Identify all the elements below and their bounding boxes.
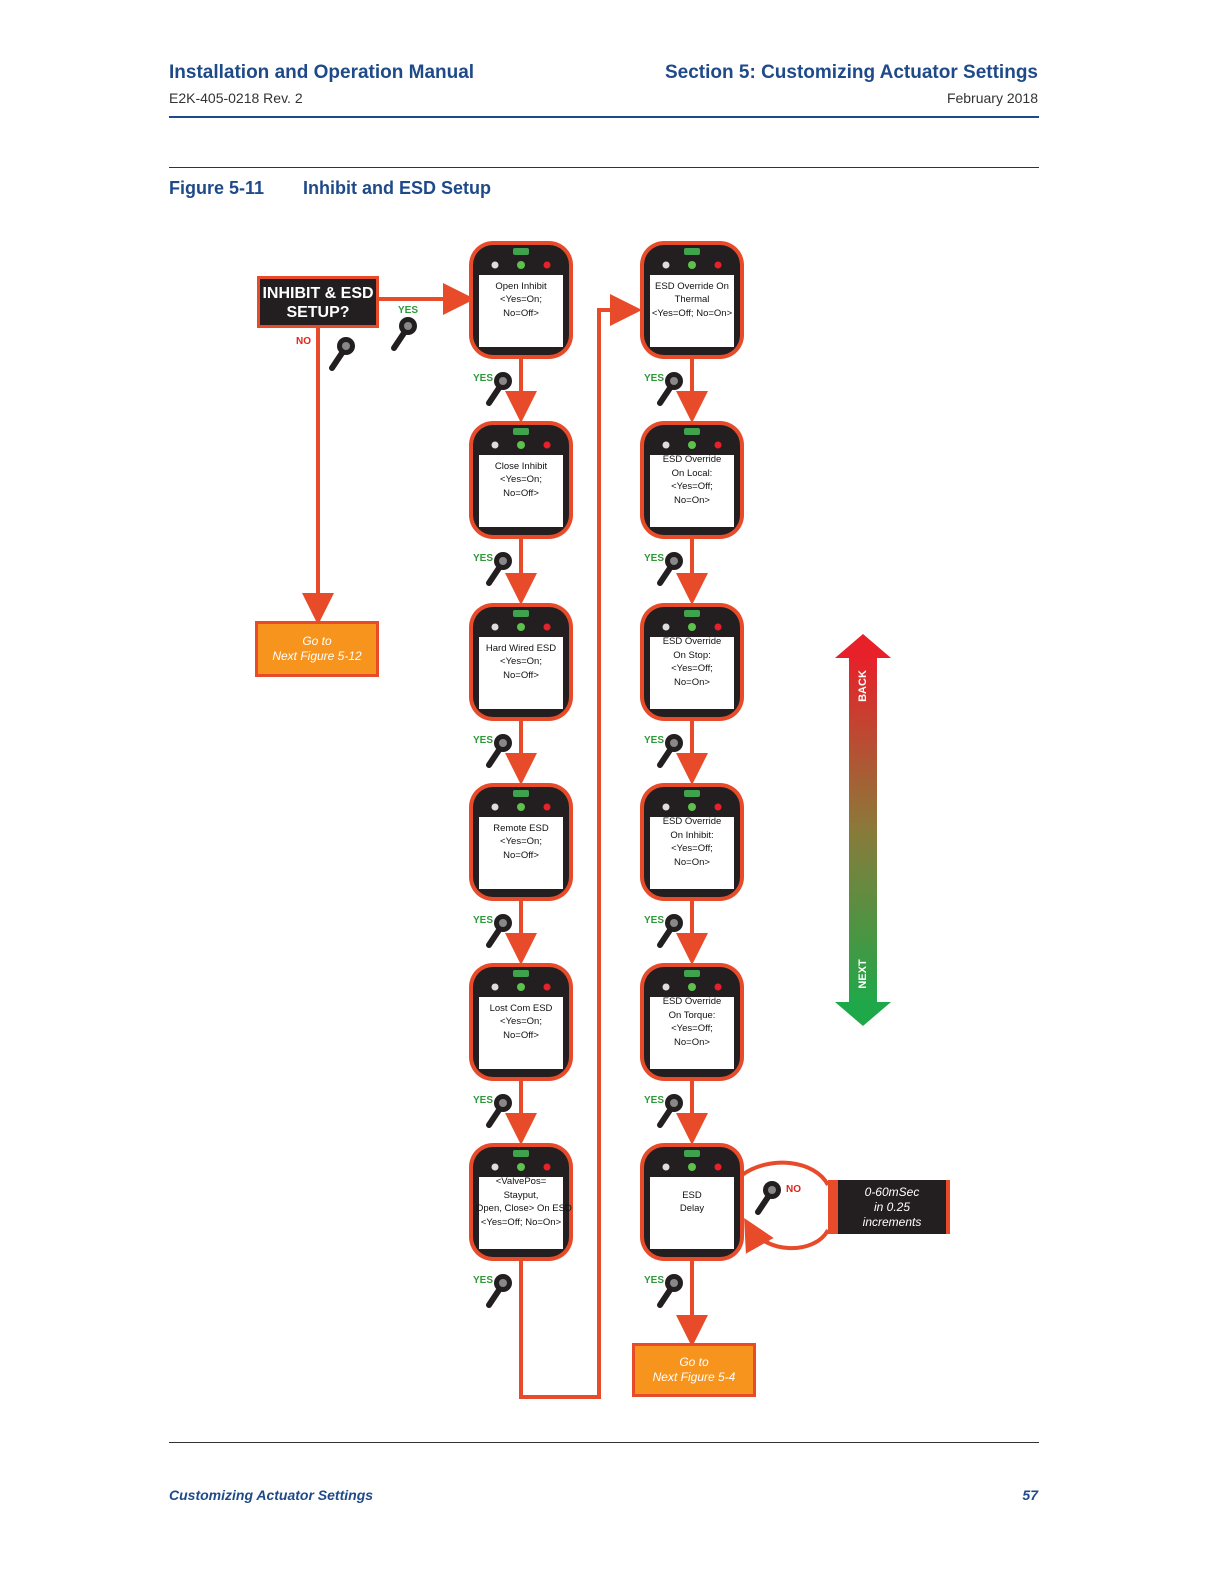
left-column-yes-label-5: YES	[473, 1095, 493, 1106]
screen-line: ESD Override	[647, 453, 737, 467]
no-label-start: NO	[296, 336, 311, 347]
screen-line: ESD Override	[647, 995, 737, 1009]
left-column-screen-6: <ValvePos=Stayput,Open, Close> On ESD<Ye…	[476, 1175, 566, 1229]
left-column-yes-label-4: YES	[473, 915, 493, 926]
screen-line: ESD Override	[647, 635, 737, 649]
left-column-yes-label-1: YES	[473, 373, 493, 384]
screen-line: On Local:	[647, 467, 737, 481]
screen-line: ESD Override	[647, 815, 737, 829]
screen-line: <Yes=Off;	[647, 662, 737, 676]
left-column-screen-5: Lost Com ESD<Yes=On;No=Off>	[476, 1002, 566, 1043]
screen-line: No=On>	[647, 494, 737, 508]
screen-line: On Torque:	[647, 1009, 737, 1023]
screen-line: No=Off>	[476, 1029, 566, 1043]
page-number: 57	[1022, 1487, 1038, 1503]
screen-line: <ValvePos=	[476, 1175, 566, 1189]
next-label: NEXT	[857, 957, 869, 991]
screen-line: <Yes=On;	[476, 473, 566, 487]
screen-line: No=On>	[647, 676, 737, 690]
footer-section: Customizing Actuator Settings	[169, 1487, 373, 1503]
left-column-yes-label-2: YES	[473, 553, 493, 564]
right-column-yes-label-4: YES	[644, 915, 664, 926]
right-column-yes-label-5: YES	[644, 1095, 664, 1106]
screen-line: <Yes=On;	[476, 655, 566, 669]
footer-rule	[169, 1442, 1039, 1443]
goto-bottom-line-2: Next Figure 5-4	[635, 1370, 753, 1385]
left-column-yes-label-3: YES	[473, 735, 493, 746]
screen-line: ESD	[647, 1189, 737, 1203]
screen-line: ESD Override On	[647, 280, 737, 294]
yes-label-start: YES	[398, 305, 418, 316]
screen-line: <Yes=Off;	[647, 1022, 737, 1036]
left-column-screen-4: Remote ESD<Yes=On;No=Off>	[476, 822, 566, 863]
right-column-yes-label-6: YES	[644, 1275, 664, 1286]
start-question-box: INHIBIT & ESD SETUP?	[257, 276, 379, 328]
back-label: BACK	[857, 669, 869, 703]
no-knob-icon	[332, 337, 355, 368]
goto-figure-5-4: Go to Next Figure 5-4	[632, 1343, 756, 1397]
left-column-screen-1: Open Inhibit<Yes=On;No=Off>	[476, 280, 566, 321]
delay-no-knob-icon	[758, 1181, 781, 1212]
screen-line: No=Off>	[476, 307, 566, 321]
screen-line: <Yes=On;	[476, 1015, 566, 1029]
left-column-screen-3: Hard Wired ESD<Yes=On;No=Off>	[476, 642, 566, 683]
goto-bottom-line-1: Go to	[635, 1355, 753, 1370]
screen-line: On Stop:	[647, 649, 737, 663]
right-column-yes-label-1: YES	[644, 373, 664, 384]
screen-line: Close Inhibit	[476, 460, 566, 474]
screen-line: Stayput,	[476, 1189, 566, 1203]
screen-line: <Yes=On;	[476, 835, 566, 849]
no-label-delay: NO	[786, 1184, 801, 1195]
left-column-screen-2: Close Inhibit<Yes=On;No=Off>	[476, 460, 566, 501]
screen-line: Lost Com ESD	[476, 1002, 566, 1016]
screen-line: No=Off>	[476, 669, 566, 683]
right-column-yes-label-2: YES	[644, 553, 664, 564]
left-column-yes-label-6: YES	[473, 1275, 493, 1286]
screen-line: On Inhibit:	[647, 829, 737, 843]
screen-line: Thermal	[647, 293, 737, 307]
screen-line: Delay	[647, 1202, 737, 1216]
screen-line: No=On>	[647, 856, 737, 870]
screen-line: <Yes=Off; No=On>	[647, 307, 737, 321]
goto-figure-5-12: Go to Next Figure 5-12	[255, 621, 379, 677]
screen-line: <Yes=Off;	[647, 480, 737, 494]
screen-line: Hard Wired ESD	[476, 642, 566, 656]
screen-line: No=On>	[647, 1036, 737, 1050]
delay-range-note: 0-60mSec in 0.25 increments	[828, 1180, 950, 1234]
goto-left-line-1: Go to	[258, 634, 376, 649]
screen-line: No=Off>	[476, 849, 566, 863]
right-column-yes-label-3: YES	[644, 735, 664, 746]
start-line-2: SETUP?	[260, 303, 376, 322]
delay-note-line-2: in 0.25	[838, 1200, 946, 1215]
screen-line: Remote ESD	[476, 822, 566, 836]
screen-line: <Yes=Off; No=On>	[476, 1216, 566, 1230]
screen-line: Open Inhibit	[476, 280, 566, 294]
yes-knob-icon	[394, 317, 417, 348]
screen-line: Open, Close> On ESD	[476, 1202, 566, 1216]
screen-line: <Yes=On;	[476, 293, 566, 307]
delay-note-line-3: increments	[838, 1215, 946, 1230]
goto-left-line-2: Next Figure 5-12	[258, 649, 376, 664]
screen-line: <Yes=Off;	[647, 842, 737, 856]
delay-note-line-1: 0-60mSec	[838, 1185, 946, 1200]
start-line-1: INHIBIT & ESD	[260, 284, 376, 303]
screen-line: No=Off>	[476, 487, 566, 501]
